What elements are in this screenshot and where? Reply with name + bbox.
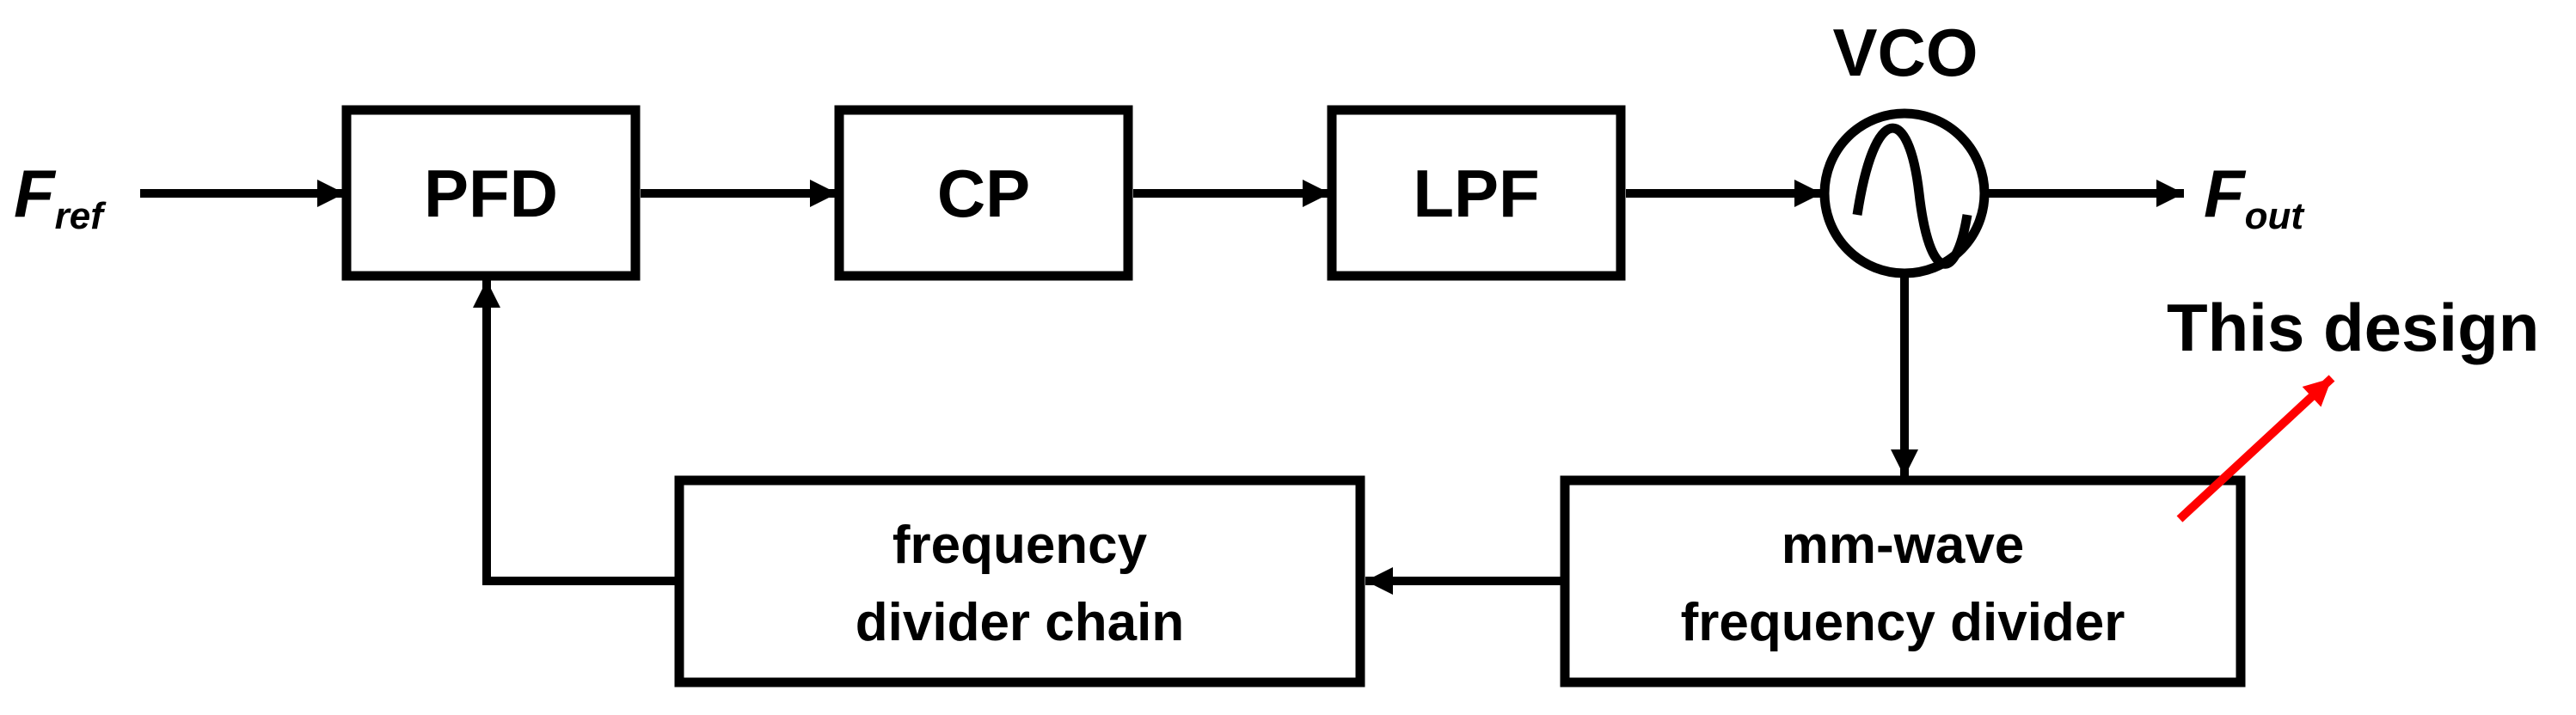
divider-chain-block — [674, 475, 1365, 688]
mmwave-divider-block — [1560, 475, 2246, 688]
this-design-arrow — [2176, 375, 2335, 522]
fout-main: F — [2204, 156, 2247, 231]
cp-label: CP — [937, 156, 1030, 231]
arrow-chain-to-pfd — [472, 280, 675, 585]
fref-label: Fref — [14, 156, 107, 237]
fref-main: F — [14, 156, 57, 231]
lpf-label: LPF — [1413, 156, 1539, 231]
vco-circle — [1819, 108, 1990, 278]
cp-block — [834, 105, 1133, 281]
lpf-block — [1327, 105, 1626, 281]
this-design-label: This design — [2167, 290, 2539, 365]
divider-chain-label-line2: divider chain — [856, 593, 1184, 652]
divider-chain-label-line1: frequency — [892, 516, 1148, 575]
mmwave-label-line1: mm-wave — [1782, 516, 2025, 575]
fout-label: Fout — [2204, 156, 2305, 237]
vco-sine-icon — [1852, 123, 1972, 269]
pfd-block — [341, 105, 641, 281]
fref-subscript: ref — [55, 195, 107, 237]
vco-label: VCO — [1832, 15, 1978, 90]
pfd-label: PFD — [424, 156, 558, 231]
mmwave-label-line2: frequency divider — [1681, 593, 2125, 652]
fout-subscript: out — [2245, 195, 2306, 237]
